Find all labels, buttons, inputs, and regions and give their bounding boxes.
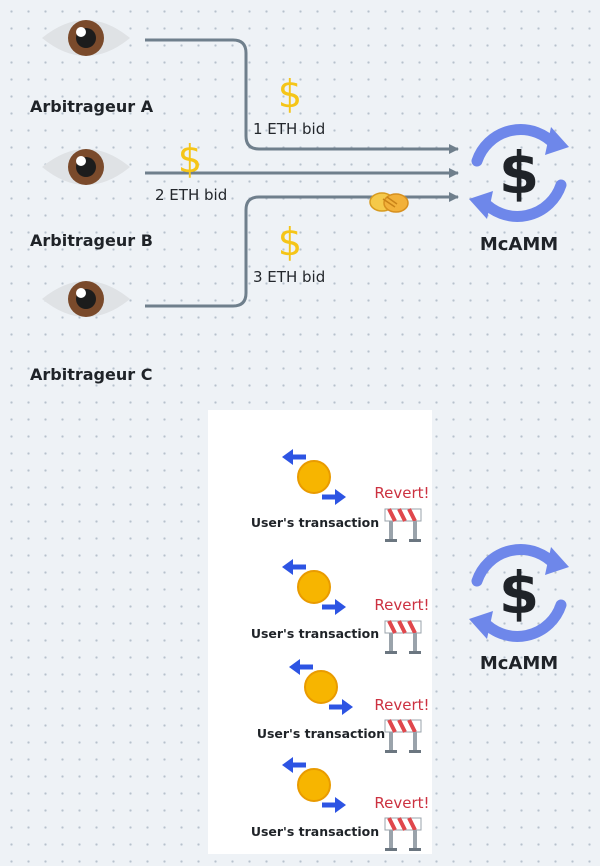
connector-c [145, 192, 459, 308]
transaction-item: Revert! User's transaction [257, 659, 430, 755]
refresh-dollar-icon: $ [469, 127, 569, 219]
dollar-icon: $ [278, 220, 302, 264]
handshake-icon [369, 192, 409, 213]
revert-label: Revert! [374, 596, 429, 614]
dollar-icon: $ [178, 137, 202, 181]
svg-text:$: $ [499, 559, 539, 627]
mcamm-label-bottom: McAMM [480, 653, 558, 674]
bid-label-a: 1 ETH bid [253, 120, 325, 138]
revert-label: Revert! [374, 696, 429, 714]
mcamm-label-top: McAMM [480, 234, 558, 255]
transaction-item: Revert! User's transaction [251, 559, 430, 656]
bid-label-c: 3 ETH bid [253, 268, 325, 286]
revert-label: Revert! [374, 484, 429, 502]
transaction-item: Revert! User's transaction [251, 449, 430, 544]
refresh-dollar-icon: $ [469, 547, 569, 639]
user-transaction-label: User's transaction [251, 626, 379, 641]
connector-a [145, 38, 459, 154]
eye-icon [42, 281, 130, 317]
eye-icon [42, 20, 130, 56]
dollar-icon: $ [278, 72, 302, 116]
svg-text:$: $ [499, 139, 539, 207]
user-transaction-label: User's transaction [251, 515, 379, 530]
user-transaction-label: User's transaction [257, 726, 385, 741]
user-transaction-label: User's transaction [251, 824, 379, 839]
transaction-item: Revert! User's transaction [251, 757, 430, 853]
arbitrageur-b-label: Arbitrageur B [30, 231, 153, 250]
revert-label: Revert! [374, 794, 429, 812]
arbitrageur-c-label: Arbitrageur C [30, 365, 152, 384]
eye-icon [42, 149, 130, 185]
bid-label-b: 2 ETH bid [155, 186, 227, 204]
arbitrageur-a-label: Arbitrageur A [30, 97, 154, 116]
